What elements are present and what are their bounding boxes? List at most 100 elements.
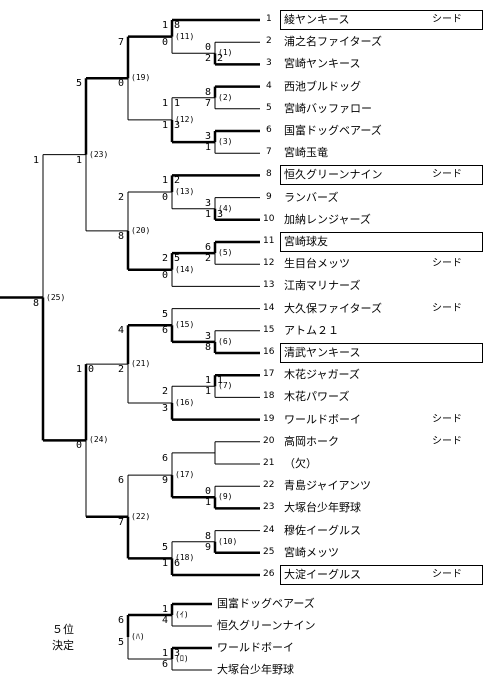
- entry-number: 22: [263, 480, 275, 491]
- match-number: (10): [218, 536, 238, 546]
- score-top: 6: [205, 242, 212, 253]
- score-bottom: 1: [205, 142, 212, 154]
- team-name: 宮崎ヤンキース: [284, 57, 361, 71]
- score-top: 8: [205, 86, 212, 98]
- entry-number: 19: [263, 413, 275, 424]
- seed-box: [280, 565, 483, 585]
- team-name: （欠）: [284, 457, 317, 470]
- fifth-place-title: ５位: [52, 623, 74, 636]
- match-number: (1): [218, 48, 233, 58]
- team-name: 高岡ホーク: [284, 434, 339, 448]
- score-top: 6: [118, 475, 125, 487]
- score-bottom: 9: [162, 475, 169, 487]
- seed-label: シード: [432, 435, 462, 447]
- seed-label: シード: [432, 258, 462, 270]
- team-name: 加納レンジャーズ: [284, 212, 371, 226]
- team-name: 国富ドッグベアーズ: [284, 124, 382, 137]
- score-top: 3: [205, 131, 212, 142]
- score-bottom: 2: [118, 364, 125, 376]
- score-top: 5: [162, 308, 169, 320]
- team-name: 大塚台少年野球: [217, 663, 294, 676]
- seed-label: シード: [432, 413, 462, 425]
- match-number: (ﾛ): [175, 654, 189, 663]
- entry-number: 3: [266, 58, 272, 69]
- match-number: (21): [131, 359, 151, 369]
- match-number: (14): [175, 264, 195, 274]
- match-number: (22): [131, 511, 151, 521]
- score-bottom: 6: [162, 659, 169, 670]
- score-bottom: 5: [118, 637, 125, 648]
- score-bottom: 2: [205, 253, 212, 265]
- entry-number: 8: [266, 169, 272, 180]
- entry-number: 9: [266, 191, 272, 202]
- team-name: 西池ブルドッグ: [284, 79, 361, 93]
- entry-number: 14: [263, 302, 275, 313]
- team-name: 江南マリナーズ: [284, 279, 361, 293]
- score-bottom: 1: [76, 154, 83, 166]
- entry-number: 18: [263, 391, 275, 402]
- match-number: (24): [89, 435, 109, 445]
- team-name: 木花ジャガーズ: [284, 368, 360, 382]
- team-name: 穆佐イーグルス: [284, 523, 361, 537]
- score-top: 1: [162, 604, 169, 615]
- match-number: (25): [46, 292, 66, 302]
- score-bottom: 7: [205, 97, 212, 109]
- score-top: 1 2: [162, 175, 181, 187]
- score-bottom: 1: [205, 386, 212, 398]
- score-top: 1 1: [162, 97, 181, 109]
- score-top: 2: [118, 192, 125, 204]
- score-top: 6: [118, 615, 125, 626]
- team-name: 国富ドッグベアーズ: [217, 597, 315, 610]
- score-bottom: 0: [162, 269, 169, 281]
- score-bottom: 1: [205, 497, 212, 509]
- entry-number: 20: [263, 435, 275, 446]
- team-name: 宮崎メッツ: [284, 545, 339, 559]
- match-number: (5): [218, 248, 233, 258]
- entry-number: 2: [266, 36, 272, 47]
- score-bottom: 4: [162, 615, 169, 626]
- score-top: 5: [162, 541, 169, 553]
- match-number: (16): [175, 397, 195, 407]
- match-number: (ｲ): [175, 610, 189, 619]
- entry-number: 5: [266, 102, 272, 113]
- team-name: 木花パワーズ: [284, 390, 350, 404]
- match-number: (ﾊ): [131, 632, 145, 641]
- seed-label: シード: [432, 569, 462, 580]
- score-top: 1: [33, 154, 40, 166]
- team-name: 大淀イーグルス: [284, 568, 361, 581]
- match-number: (20): [131, 225, 151, 235]
- seed-label: シード: [432, 14, 462, 25]
- team-name: ワールドボーイ: [217, 641, 294, 654]
- team-name: 宮崎バッファロー: [284, 101, 372, 115]
- entry-number: 4: [266, 80, 272, 91]
- match-number: (13): [175, 187, 195, 197]
- match-number: (23): [89, 149, 109, 159]
- score-bottom: 1 3: [205, 208, 224, 220]
- entry-number: 10: [263, 213, 275, 224]
- team-name: 綾ヤンキース: [284, 13, 350, 26]
- score-bottom: 8: [118, 230, 125, 242]
- team-name: 宮崎球友: [284, 235, 328, 248]
- entry-number: 15: [263, 324, 275, 335]
- score-top: 0: [205, 42, 212, 54]
- seed-label: シード: [432, 302, 462, 314]
- entry-number: 23: [263, 502, 275, 513]
- match-number: (6): [218, 336, 233, 346]
- score-bottom: 3: [162, 402, 169, 414]
- match-number: (4): [218, 203, 233, 213]
- team-name: ランバーズ: [284, 190, 339, 204]
- fifth-place-subtitle: 決定: [52, 639, 74, 652]
- entry-number: 26: [263, 569, 275, 579]
- team-name: 恒久グリーンナイン: [217, 619, 316, 632]
- score-top: 1 0: [76, 364, 95, 376]
- score-top: 0: [205, 486, 212, 498]
- score-top: 7: [118, 36, 125, 48]
- team-name: 浦之名ファイターズ: [284, 35, 383, 49]
- entry-number: 7: [266, 147, 272, 158]
- seed-box: [280, 10, 483, 30]
- team-name: アトム２１: [284, 323, 339, 337]
- score-bottom: 8: [33, 297, 40, 309]
- score-top: 2 5: [162, 253, 181, 265]
- entry-number: 13: [263, 280, 275, 291]
